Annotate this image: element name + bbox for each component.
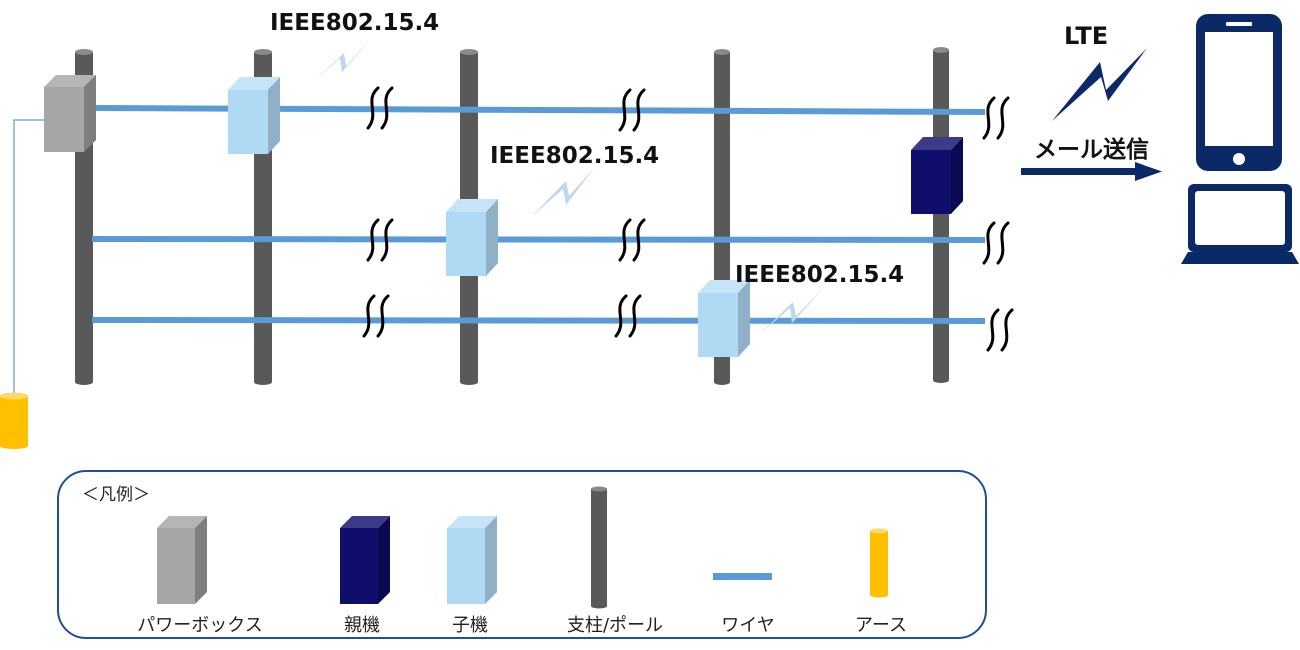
mail-send-arrow bbox=[1021, 162, 1162, 181]
wire-bottom bbox=[91, 317, 986, 324]
legend-pole-symbol bbox=[591, 486, 607, 609]
legend-child-unit-symbol bbox=[447, 516, 497, 604]
mail-send-label: メール送信 bbox=[1034, 136, 1149, 163]
legend-label-power-box: パワーボックス bbox=[137, 615, 262, 636]
legend-box bbox=[57, 470, 987, 639]
legend-parent-unit-symbol bbox=[340, 516, 390, 604]
legend-label-parent-unit: 親機 bbox=[344, 615, 380, 636]
signal-bolt-icon bbox=[312, 38, 372, 83]
child-unit-1 bbox=[228, 77, 280, 154]
break-mark bbox=[986, 308, 1014, 352]
protocol-label-1: IEEE802.15.4 bbox=[270, 10, 439, 36]
break-mark bbox=[614, 294, 642, 338]
lte-bolt-icon bbox=[1052, 48, 1147, 121]
signal-bolt-icon bbox=[760, 290, 822, 334]
legend-label-child-unit: 子機 bbox=[452, 615, 488, 636]
pole-5 bbox=[933, 47, 949, 383]
legend-power-box-symbol bbox=[157, 516, 207, 604]
break-mark bbox=[366, 86, 394, 130]
wire-top bbox=[91, 105, 986, 115]
child-unit-3 bbox=[698, 280, 750, 357]
break-mark bbox=[362, 294, 390, 338]
smartphone-icon bbox=[1196, 14, 1282, 171]
protocol-label-3: IEEE802.15.4 bbox=[735, 262, 904, 288]
earth-wire bbox=[13, 119, 44, 398]
power-box bbox=[44, 75, 96, 152]
break-mark bbox=[618, 218, 646, 262]
legend-label-earth: アース bbox=[855, 615, 907, 636]
legend-wire-symbol bbox=[713, 573, 772, 580]
child-unit-2 bbox=[446, 199, 498, 276]
legend-label-wire: ワイヤ bbox=[721, 615, 774, 636]
break-mark bbox=[982, 221, 1010, 265]
break-mark bbox=[366, 218, 394, 262]
legend-label-pole: 支柱/ポール bbox=[567, 615, 663, 636]
wire-middle bbox=[91, 236, 986, 243]
laptop-icon bbox=[1181, 184, 1299, 264]
signal-bolt-icon bbox=[532, 168, 594, 216]
parent-unit bbox=[911, 137, 963, 214]
legend-title: ＜凡例＞ bbox=[82, 485, 150, 505]
protocol-label-2: IEEE802.15.4 bbox=[490, 143, 659, 169]
legend-earth-symbol bbox=[870, 528, 888, 598]
earth-rod bbox=[0, 392, 28, 449]
lte-label: LTE bbox=[1064, 22, 1108, 50]
break-mark bbox=[618, 88, 646, 132]
break-mark bbox=[982, 96, 1010, 140]
